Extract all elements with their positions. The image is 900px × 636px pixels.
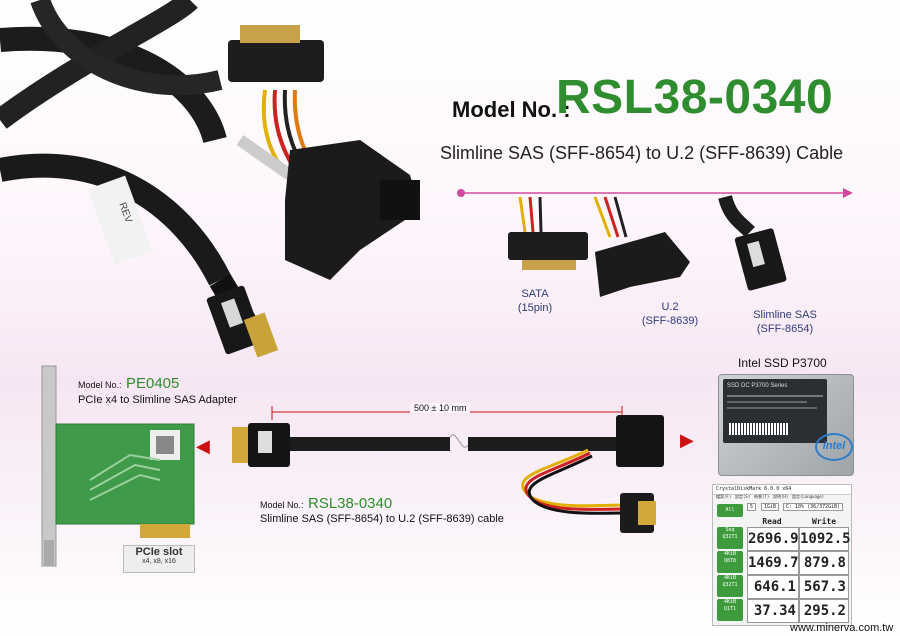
cdm-read-value: 646.1 [747,575,799,599]
cdm-title: CrystalDiskMark 6.0.0 x64 [716,486,792,492]
cable-description: Slimline SAS (SFF-8654) to U.2 (SFF-8639… [260,513,504,525]
footer-url[interactable]: www.minerva.com.tw [790,622,894,634]
adapter-model-number: PE0405 [125,375,180,392]
cable-length: 500 ± 10 mm [410,403,471,413]
cable-image [232,415,664,533]
product-subtitle: Slimline SAS (SFF-8654) to U.2 (SFF-8639… [440,143,844,163]
cdm-write-value: 879.8 [799,551,849,575]
cdm-menu-settings[interactable]: 設定(S) [735,494,751,499]
connector-slimline-detail: (SFF-8654) [756,323,814,335]
model-label: Model No. : [452,97,571,122]
arrow-left-icon: ◀ [196,436,210,456]
adapter-card-image [41,365,195,567]
pcie-slot-title: PCIe slot [135,546,183,558]
cdm-menu-language[interactable]: 語言(Language) [792,494,825,499]
cdm-menu-help[interactable]: 說明(H) [773,494,789,499]
ssd-title: Intel SSD P3700 [738,356,827,370]
cdm-drive-select[interactable]: C: 10% (36/372GiB) [783,503,844,511]
crystaldiskmark-window: CrystalDiskMark 6.0.0 x64 檔案(F) 設定(S) 佈景… [712,484,852,626]
cdm-menu-file[interactable]: 檔案(F) [716,494,732,499]
adapter-model-label: Model No.: [78,380,122,390]
connector-sata-detail: (15pin) [517,302,553,314]
ssd-label: SSD DC P3700 Series [727,383,788,389]
connector-u2-detail: (SFF-8639) [641,315,699,327]
cdm-test-button[interactable]: 4KiB Q8T8 [717,551,743,573]
cdm-write-value: 295.2 [799,599,849,623]
connector-images [508,195,787,297]
pcie-slot-label-box: PCIe slot x4, x8, x16 [123,545,195,573]
cdm-size-select[interactable]: 1GiB [761,503,780,511]
cdm-menu-theme[interactable]: 佈景(T) [754,494,770,499]
adapter-description: PCIe x4 to Slimline SAS Adapter [78,394,237,406]
ssd-image: SSD DC P3700 Series intel [718,374,854,476]
connector-u2-name: U.2 [661,301,679,313]
cdm-read-value: 37.34 [747,599,799,623]
cdm-test-button[interactable]: 4KiB Q32T1 [717,575,743,597]
cdm-runs-select[interactable]: 5 [747,503,757,511]
cable-model-number: RSL38-0340 [307,495,393,512]
arrow-right-icon: ▶ [680,430,694,450]
connector-slimline-name: Slimline SAS [753,309,817,321]
cdm-write-value: 1092.5 [799,527,851,551]
divider-arrow [457,188,853,198]
model-number: RSL38-0340 [556,71,834,124]
cdm-read-value: 2696.9 [747,527,799,551]
pcie-slot-widths: x4, x8, x16 [142,558,176,565]
intel-logo: intel [815,433,853,461]
connector-sata-name: SATA [521,288,549,300]
cdm-all-button[interactable]: All [717,504,743,517]
cable-photo-top: REV [0,0,420,358]
cdm-read-value: 1469.7 [747,551,799,575]
cdm-write-value: 567.3 [799,575,849,599]
cdm-test-button[interactable]: 4KiB Q1T1 [717,599,743,621]
cable-model-label: Model No.: [260,500,304,510]
cdm-test-button[interactable]: Seq Q32T1 [717,527,743,549]
